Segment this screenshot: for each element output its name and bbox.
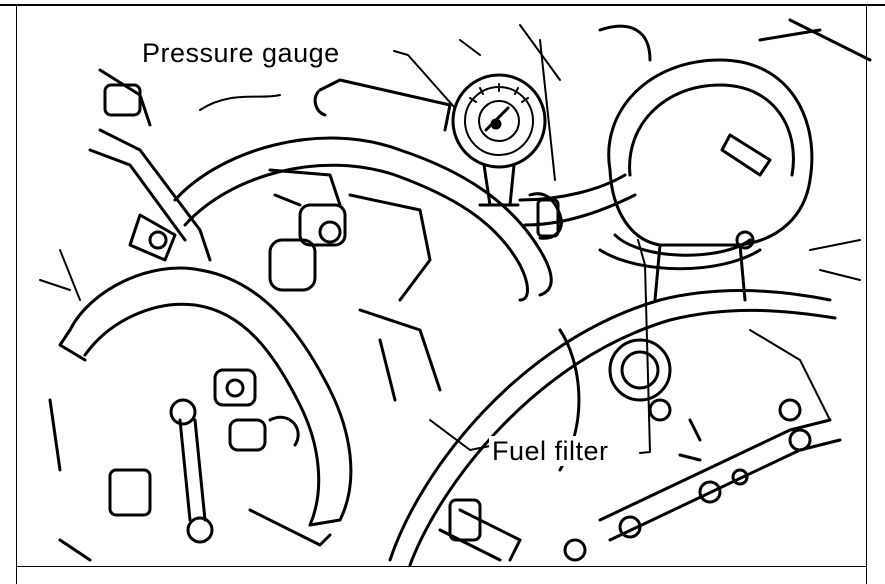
leader-lines xyxy=(393,50,651,454)
fuel-hose xyxy=(518,173,637,240)
left-border xyxy=(16,5,17,584)
fuel-return-line xyxy=(388,289,837,567)
pressure-gauge-label: Pressure gauge xyxy=(139,38,343,68)
lower-right-rail xyxy=(438,398,842,562)
right-border xyxy=(866,5,867,584)
bottom-border xyxy=(16,566,867,567)
lower-bolts xyxy=(48,398,214,562)
top-border xyxy=(0,4,885,6)
fuel-filter-label: Fuel filter xyxy=(489,436,612,466)
fuel-filter xyxy=(598,18,872,302)
fuel-rail xyxy=(88,68,212,262)
pressure-gauge xyxy=(451,73,547,207)
main-hose xyxy=(173,78,553,302)
lower-left-hose xyxy=(58,266,353,547)
injector-connectors xyxy=(213,168,442,452)
background-details xyxy=(39,24,861,451)
